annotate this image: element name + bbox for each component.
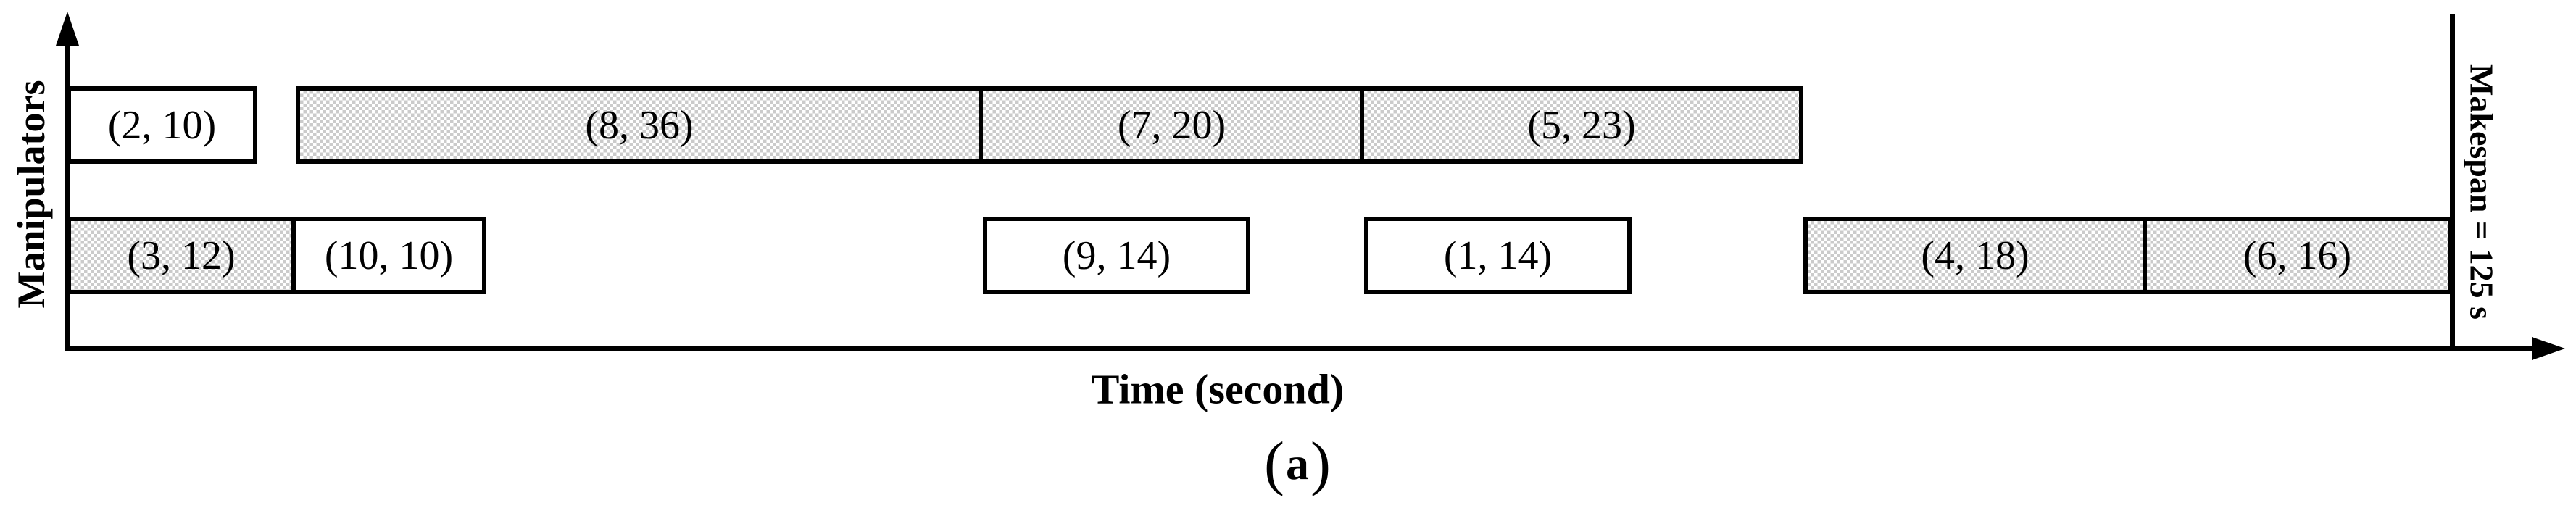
task-box-job-4: (4, 18) bbox=[1803, 217, 2147, 294]
task-box-job-5: (5, 23) bbox=[1360, 86, 1803, 164]
task-box-job-6: (6, 16) bbox=[2143, 217, 2452, 294]
task-box-job-9: (9, 14) bbox=[983, 217, 1250, 294]
task-label: (9, 14) bbox=[1062, 233, 1171, 278]
caption-close-paren: ) bbox=[1310, 430, 1331, 497]
y-axis-title: Manipulators bbox=[9, 80, 53, 309]
task-label: (1, 14) bbox=[1443, 233, 1553, 278]
task-box-job-1: (1, 14) bbox=[1364, 217, 1632, 294]
caption-open-paren: ( bbox=[1264, 430, 1284, 497]
task-label: (6, 16) bbox=[2243, 233, 2352, 278]
task-label: (7, 20) bbox=[1117, 102, 1226, 148]
y-axis-line bbox=[65, 38, 70, 351]
figure-caption: ( a ) bbox=[1264, 433, 1331, 494]
makespan-label: Makespan = 125 s bbox=[2463, 64, 2501, 320]
task-box-job-7: (7, 20) bbox=[979, 86, 1365, 164]
task-label: (8, 36) bbox=[585, 102, 694, 148]
makespan-line bbox=[2450, 14, 2455, 351]
task-box-job-10: (10, 10) bbox=[291, 217, 486, 294]
caption-letter: a bbox=[1286, 438, 1309, 489]
task-box-job-3: (3, 12) bbox=[67, 217, 296, 294]
task-label: (2, 10) bbox=[107, 102, 217, 148]
x-axis-line bbox=[65, 346, 2538, 351]
task-label: (5, 23) bbox=[1527, 102, 1636, 148]
task-label: (4, 18) bbox=[1921, 233, 2029, 278]
task-label: (10, 10) bbox=[324, 233, 454, 278]
task-box-job-8: (8, 36) bbox=[296, 86, 983, 164]
task-label: (3, 12) bbox=[127, 233, 236, 278]
x-axis-arrow-icon bbox=[2532, 337, 2565, 360]
y-axis-arrow-icon bbox=[56, 12, 79, 46]
task-box-job-2: (2, 10) bbox=[67, 86, 257, 164]
x-axis-title: Time (second) bbox=[1091, 365, 1345, 413]
